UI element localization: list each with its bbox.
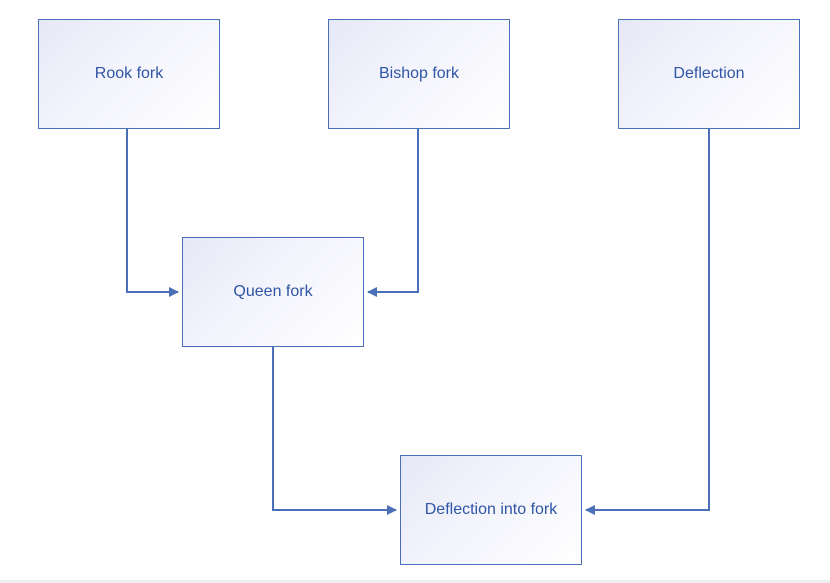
node-queen-fork-label: Queen fork [233,283,313,300]
node-bishop-fork[interactable]: Bishop fork [328,19,510,129]
node-deflection-label: Deflection [673,65,745,82]
node-deflection-into-fork[interactable]: Deflection into fork [400,455,582,565]
bottom-divider [0,580,830,583]
node-deflection[interactable]: Deflection [618,19,800,129]
edge-rook-fork-to-queen-fork [126,129,179,297]
node-rook-fork-label: Rook fork [94,65,164,82]
edge-queen-fork-to-deflection-into-fork [272,347,397,515]
node-queen-fork[interactable]: Queen fork [182,237,364,347]
node-rook-fork[interactable]: Rook fork [38,19,220,129]
edge-deflection-to-deflection-into-fork [585,129,710,515]
node-deflection-into-fork-label: Deflection into fork [424,501,558,518]
node-bishop-fork-label: Bishop fork [378,65,460,82]
edge-bishop-fork-to-queen-fork [367,129,419,297]
